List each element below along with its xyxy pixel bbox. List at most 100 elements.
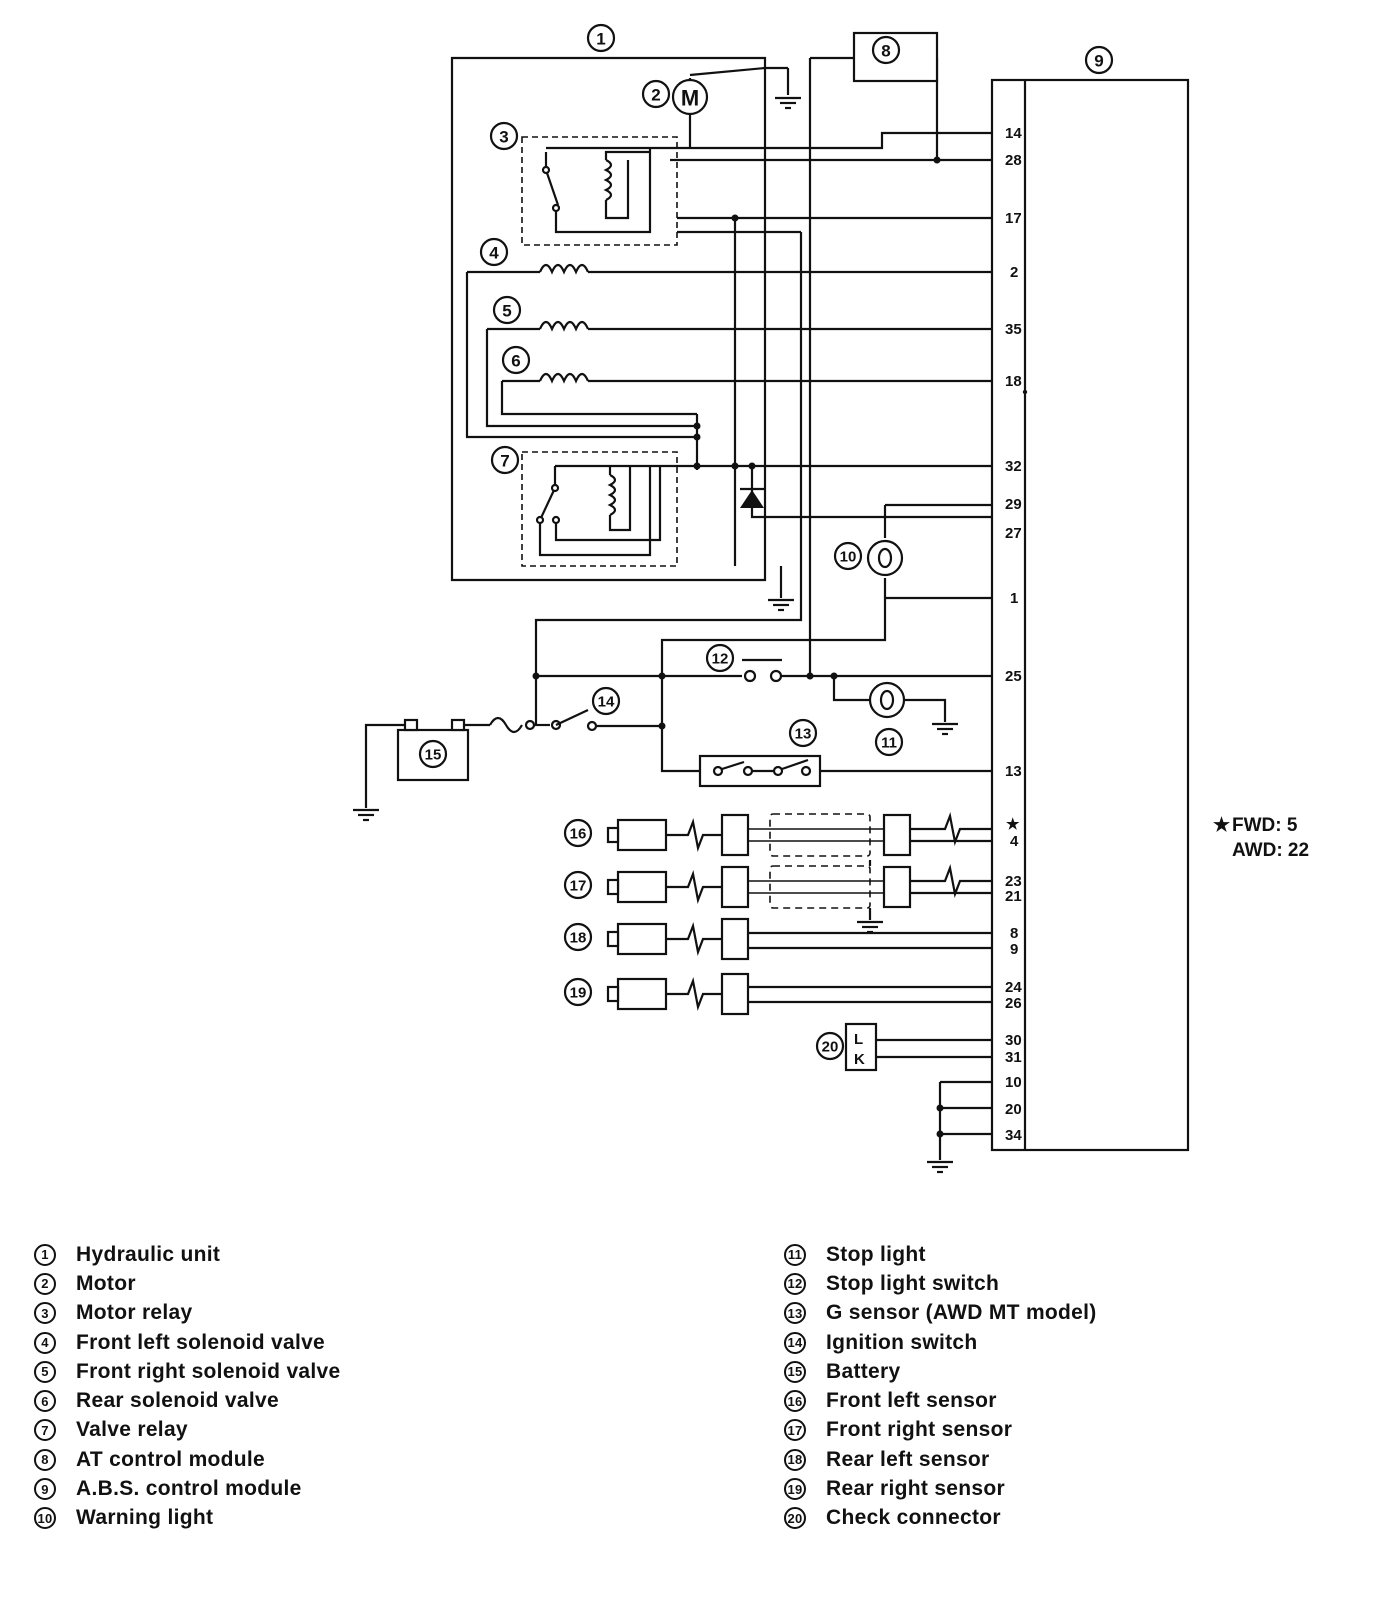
note-awd: AWD: 22 <box>1232 840 1309 861</box>
legend-number: 13 <box>784 1302 806 1325</box>
diode <box>740 466 992 519</box>
note-star: ★ <box>1213 815 1230 836</box>
legend-number: 10 <box>34 1507 56 1530</box>
pin-label: 28 <box>1005 152 1022 169</box>
legend-number: 6 <box>34 1390 56 1413</box>
legend-number: 11 <box>784 1243 806 1266</box>
stop-light <box>832 676 960 736</box>
pin-label: 35 <box>1005 321 1022 338</box>
callout: 4 <box>489 244 499 263</box>
pin-label: 24 <box>1005 979 1022 996</box>
callout: 20 <box>822 1039 839 1056</box>
callout: 6 <box>511 352 520 371</box>
pin-label: 20 <box>1005 1101 1022 1118</box>
callout: 16 <box>570 826 587 843</box>
callout: 2 <box>651 86 660 105</box>
legend-number: 2 <box>34 1272 56 1295</box>
pin-label: 8 <box>1010 925 1018 942</box>
check-connector-pin-k: K <box>854 1051 865 1068</box>
legend-item: 5 Front right solenoid valve <box>34 1357 341 1386</box>
callout: 11 <box>881 735 897 752</box>
callout: 13 <box>795 726 812 743</box>
legend-label: Stop light switch <box>826 1271 1000 1295</box>
front-left-solenoid-valve <box>467 263 992 275</box>
callout: 1 <box>596 30 605 49</box>
pin-label: 1 <box>1010 590 1018 607</box>
pin-label: ★ <box>1006 816 1020 833</box>
legend-label: Front left sensor <box>826 1389 997 1413</box>
pin-label: 9 <box>1010 941 1018 958</box>
note-fwd: FWD: 5 <box>1232 815 1298 836</box>
pin-label: 10 <box>1005 1074 1022 1091</box>
pin-label: 23 <box>1005 873 1022 890</box>
legend-label: G sensor (AWD MT model) <box>826 1301 1097 1325</box>
legend-number: 20 <box>784 1507 806 1530</box>
legend-number: 5 <box>34 1360 56 1383</box>
legend-label: Front right solenoid valve <box>76 1359 341 1383</box>
legend-number: 7 <box>34 1419 56 1442</box>
battery <box>351 718 470 822</box>
legend-label: AT control module <box>76 1447 266 1471</box>
callout: 9 <box>1094 52 1103 71</box>
callout: 17 <box>570 878 587 895</box>
callout: 19 <box>570 985 587 1002</box>
legend-number: 19 <box>784 1478 806 1501</box>
pin-label: 31 <box>1005 1049 1022 1066</box>
callout: 14 <box>598 694 615 711</box>
callout: 10 <box>840 549 857 566</box>
pin-label: 30 <box>1005 1032 1022 1049</box>
abs-wiring-diagram: M <box>351 23 1309 1174</box>
callout: 7 <box>500 452 509 471</box>
valve-relay <box>521 451 992 567</box>
rear-solenoid-valve <box>502 372 992 384</box>
legend-item: 6 Rear solenoid valve <box>34 1386 341 1415</box>
warning-light <box>660 503 992 726</box>
callout: 15 <box>425 747 442 764</box>
check-connector-pin-l: L <box>854 1031 863 1048</box>
legend-label: Valve relay <box>76 1418 188 1442</box>
legend-label: Warning light <box>76 1506 214 1530</box>
pin-label: 14 <box>1005 125 1022 142</box>
legend-number: 14 <box>784 1331 806 1354</box>
pin-label: 13 <box>1005 763 1022 780</box>
abs-control-module <box>990 78 1190 1152</box>
legend-item: 12 Stop light switch <box>784 1269 1097 1298</box>
legend-label: Motor <box>76 1271 136 1295</box>
legend-item: 10 Warning light <box>34 1504 341 1533</box>
legend-item: 13 G sensor (AWD MT model) <box>784 1299 1097 1328</box>
g-sensor <box>660 726 992 788</box>
legend-number: 1 <box>34 1243 56 1266</box>
legend-label: Stop light <box>826 1242 926 1266</box>
motor-relay <box>521 136 690 246</box>
callout: 8 <box>881 42 890 61</box>
motor-symbol: M <box>681 86 699 111</box>
pin-label: 29 <box>1005 496 1022 513</box>
legend-label: Check connector <box>826 1506 1001 1530</box>
rear-left-sensor <box>606 917 992 961</box>
legend-item: 2 Motor <box>34 1269 341 1298</box>
legend-number: 8 <box>34 1448 56 1471</box>
legend-number: 18 <box>784 1448 806 1471</box>
rear-right-sensor <box>606 972 992 1016</box>
pin-label: 4 <box>1010 833 1019 850</box>
legend-number: 17 <box>784 1419 806 1442</box>
pin-label: 34 <box>1005 1127 1022 1144</box>
legend-number: 12 <box>784 1272 806 1295</box>
legend-number: 3 <box>34 1302 56 1325</box>
legend-item: 11 Stop light <box>784 1240 1097 1269</box>
front-right-sensor <box>606 860 992 934</box>
legend-label: Rear solenoid valve <box>76 1389 279 1413</box>
pin-label: 2 <box>1010 264 1018 281</box>
callout: 18 <box>570 930 587 947</box>
pin-label: 21 <box>1005 888 1022 905</box>
fwd-awd-note: ★ FWD: 5 AWD: 22 <box>1213 815 1309 861</box>
front-left-sensor <box>606 812 992 857</box>
